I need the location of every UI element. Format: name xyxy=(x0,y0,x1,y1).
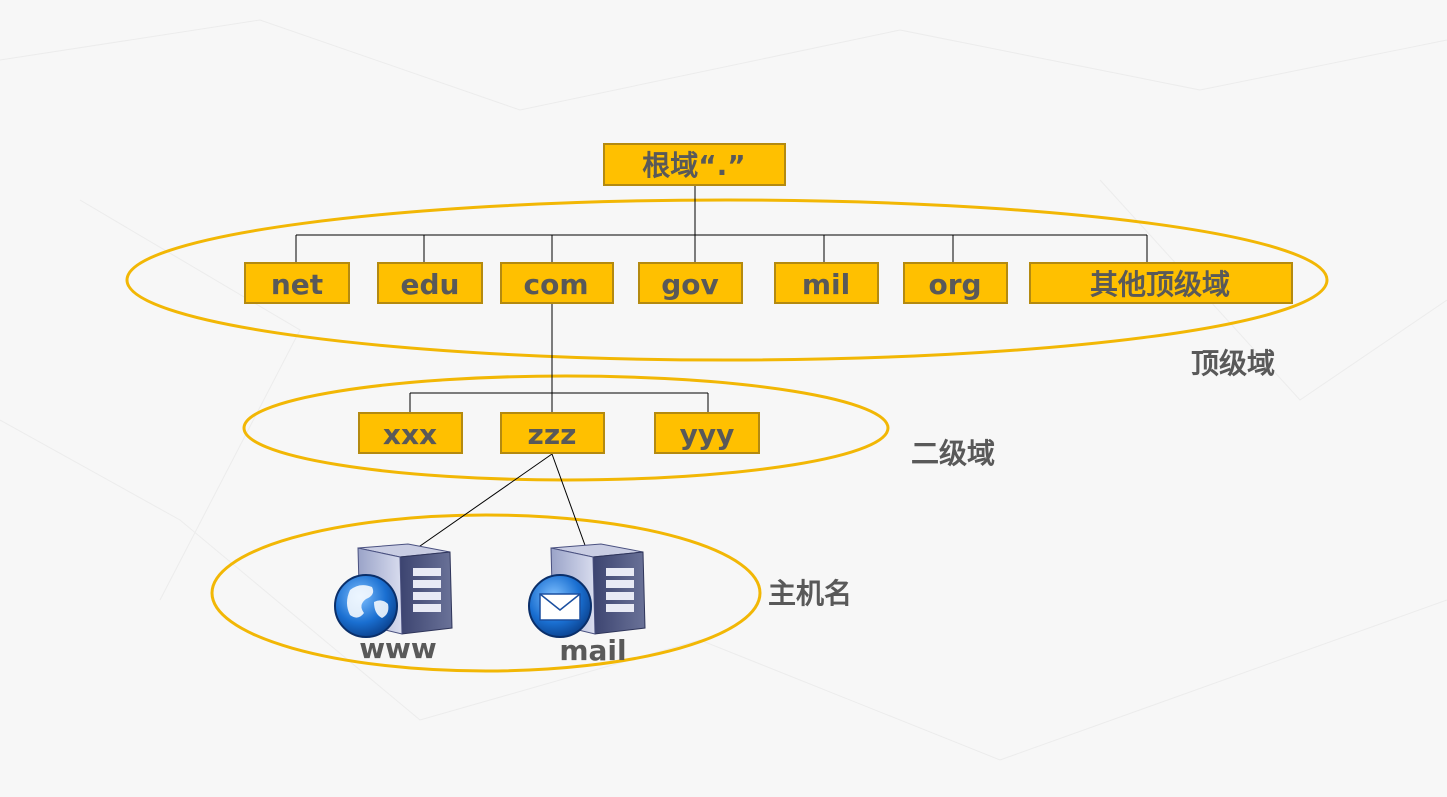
host-ellipse xyxy=(210,513,762,673)
root-domain-label: 根域“.” xyxy=(642,149,745,182)
level-label-second-level: 二级域 xyxy=(911,437,995,470)
second-level-domain-list: xxx zzz yyy xyxy=(358,412,760,454)
envelope-icon xyxy=(528,574,592,638)
sld-box-xxx: xxx xyxy=(358,412,463,454)
tld-box-other: 其他顶级域 xyxy=(1029,262,1293,304)
tld-box-com: com xyxy=(500,262,614,304)
sld-label: yyy xyxy=(680,418,735,451)
second-level-ellipse xyxy=(242,374,890,482)
background-pattern xyxy=(0,19,1447,761)
tld-box-net: net xyxy=(244,262,350,304)
top-level-ellipse xyxy=(125,198,1329,362)
level-label-host: 主机名 xyxy=(768,577,852,610)
sld-box-yyy: yyy xyxy=(654,412,760,454)
tld-box-edu: edu xyxy=(377,262,483,304)
tld-label: 其他顶级域 xyxy=(1090,268,1230,301)
tld-label: net xyxy=(271,268,323,301)
tld-label: edu xyxy=(401,268,460,301)
host-label-mail: mail xyxy=(559,634,626,667)
tld-label: org xyxy=(928,268,981,301)
sld-label: xxx xyxy=(383,418,437,451)
host-www: www xyxy=(334,543,453,665)
tld-box-gov: gov xyxy=(638,262,743,304)
tree-connectors xyxy=(295,185,1148,554)
tld-label: gov xyxy=(661,268,719,301)
tld-label: mil xyxy=(802,268,850,301)
sld-box-zzz: zzz xyxy=(500,412,605,454)
host-label-www: www xyxy=(359,632,437,665)
level-label-top-level: 顶级域 xyxy=(1191,347,1275,380)
tld-label: com xyxy=(523,268,588,301)
sld-label: zzz xyxy=(528,418,577,451)
tld-box-org: org xyxy=(903,262,1008,304)
host-mail: mail xyxy=(528,543,646,667)
top-level-domain-list: net edu com gov mil org 其他顶级域 xyxy=(244,262,1293,304)
root-domain-box: 根域“.” xyxy=(603,143,786,186)
globe-icon xyxy=(334,574,398,638)
tld-box-mil: mil xyxy=(774,262,879,304)
